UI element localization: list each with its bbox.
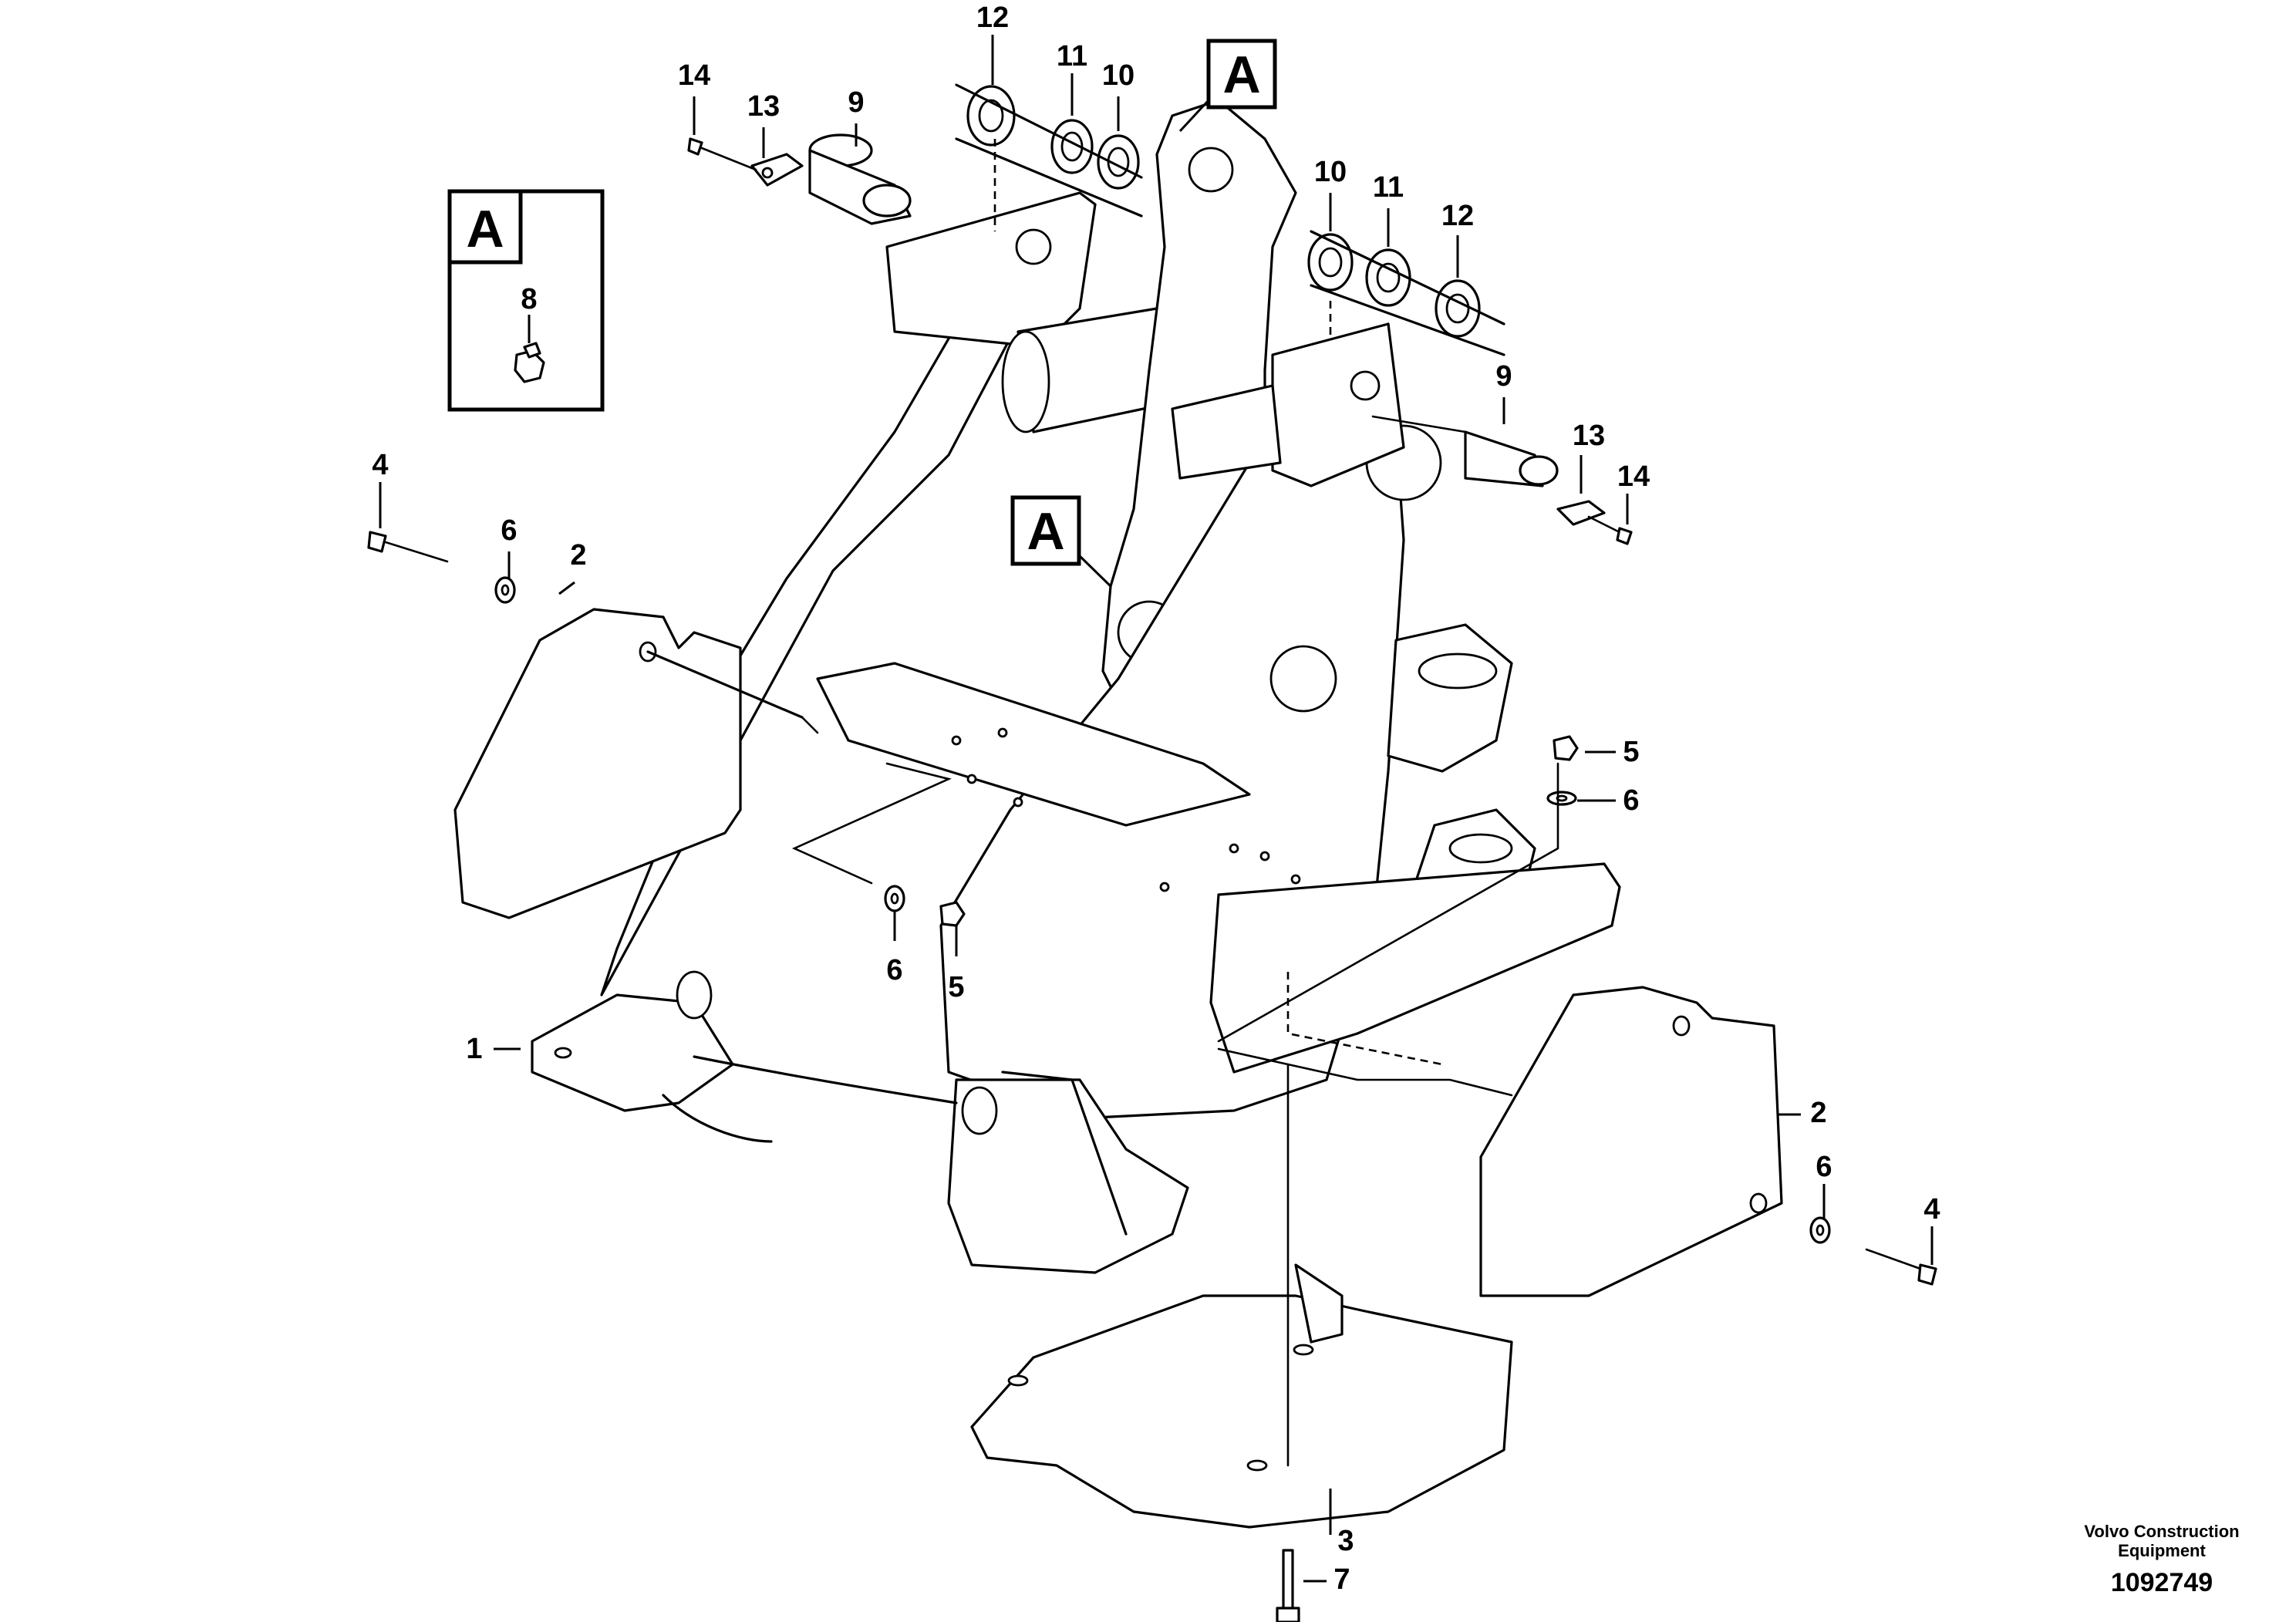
callout-labels: 1 2 2 3 4 4 5 5 6 6 6 6 7 8 9 9 10 10 [372,2,1940,1596]
callout-11-left: 11 [1057,40,1087,73]
pin-upper-right [1371,415,1559,487]
nut-right [1553,735,1579,761]
screw-upper-right [1587,515,1633,545]
grease-nipple-icon [514,342,545,383]
svg-text:A: A [1027,502,1064,561]
counterweight-left [453,608,804,919]
callout-14-right: 14 [1617,460,1650,493]
callout-2-left: 2 [570,539,586,572]
drawing-credit: Volvo Construction Equipment 1092749 [2084,1522,2239,1597]
detail-box-letter: A [466,200,504,258]
callout-8: 8 [521,283,537,315]
callout-5-center: 5 [948,971,964,1003]
bolt-right [1865,1248,1937,1286]
publisher-line-1: Volvo Construction [2084,1522,2239,1541]
callout-3: 3 [1337,1525,1354,1557]
screw-upper-left [687,137,757,171]
callout-2-right: 2 [1810,1097,1826,1129]
lock-plate-upper-left [750,153,804,187]
callout-5-right: 5 [1623,736,1639,768]
callout-14-left: 14 [678,59,710,92]
rings-upper-right [1307,230,1505,356]
callout-9-left: 9 [848,86,864,119]
callout-1: 1 [466,1033,482,1065]
callout-10-right: 10 [1314,156,1347,188]
publisher-line-2: Equipment [2118,1541,2206,1560]
callout-4-left: 4 [372,449,388,481]
assembly-lines [791,139,1559,1467]
callout-13-right: 13 [1573,420,1605,452]
callout-6-right: 6 [1623,784,1639,817]
lock-plate-upper-right [1556,500,1606,526]
washer-right [1546,791,1577,806]
callout-12-left: 12 [976,2,1009,34]
callout-7: 7 [1333,1563,1350,1596]
svg-text:A: A [1222,46,1260,104]
document-number: 1092749 [2111,1568,2213,1597]
callout-9-right: 9 [1495,360,1512,393]
callout-10-left: 10 [1102,59,1135,92]
bolt-bottom [1276,1549,1300,1622]
washer-right-lower [1809,1216,1831,1244]
nut-center [939,901,966,927]
washer-center [884,885,905,912]
callout-13-left: 13 [747,90,780,123]
bolt-left [367,531,449,563]
callout-12-right: 12 [1441,200,1474,232]
callout-6-left: 6 [501,514,517,547]
callout-6-center: 6 [886,954,902,986]
rings-upper-left [955,83,1143,218]
callout-6-lower-right: 6 [1816,1151,1832,1183]
bottom-plate [970,1263,1513,1529]
callout-4-right: 4 [1923,1193,1940,1226]
detail-marker-mid: A [1010,495,1112,588]
counterweight-right [1479,986,1783,1297]
washer-left [494,576,516,604]
front-frame [531,99,1621,1274]
detail-box: A [447,189,605,412]
callout-11-right: 11 [1373,171,1404,204]
detail-marker-top: A [1178,39,1277,133]
pin-upper-left [808,133,912,225]
